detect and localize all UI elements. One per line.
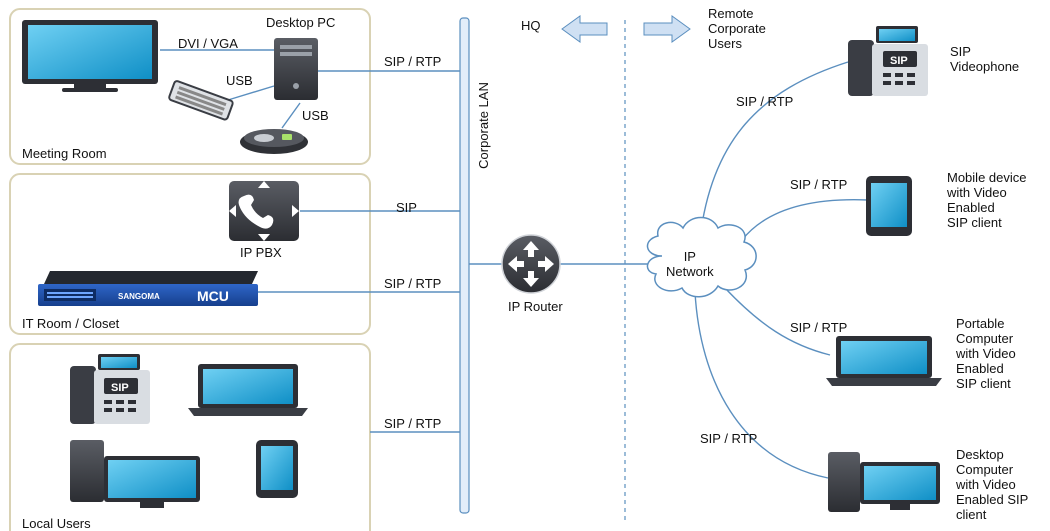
remote-desktop-icon xyxy=(828,452,940,512)
portable-computer-label: Portable Computer with Video Enabled SIP… xyxy=(956,316,1016,391)
ip-network-label: IP Network xyxy=(666,249,714,279)
wan-links xyxy=(694,61,869,479)
local-phone-sip-badge: SIP xyxy=(111,382,129,394)
mcu-uplink-label: SIP / RTP xyxy=(384,276,442,291)
dvi-vga-label: DVI / VGA xyxy=(178,36,238,51)
it-room-box xyxy=(9,173,371,335)
remote-sip-videophone-icon: SIP xyxy=(848,26,928,96)
keyboard-icon xyxy=(168,80,234,121)
local-users-box xyxy=(9,343,371,531)
desktop-link-label: SIP / RTP xyxy=(700,431,758,446)
local-desktop-icon xyxy=(70,440,200,508)
ip-router-icon xyxy=(501,234,561,294)
mcu-label: MCU xyxy=(197,288,229,304)
sip-videophone-label: SIP Videophone xyxy=(950,44,1020,74)
mcu-icon: SANGOMA MCU xyxy=(38,271,258,306)
hq-arrow-icon xyxy=(561,15,608,43)
meeting-room-uplink-label: SIP / RTP xyxy=(384,54,442,69)
desktop-tower-icon xyxy=(274,38,318,100)
videophone-link-label: SIP / RTP xyxy=(736,94,794,109)
videophone-sip-badge: SIP xyxy=(890,55,908,67)
it-room-label: IT Room / Closet xyxy=(22,316,120,331)
monitor-icon xyxy=(22,20,158,92)
desktop-computer-label: Desktop Computer with Video Enabled SIP … xyxy=(956,447,1029,522)
usb-keyboard-label: USB xyxy=(226,73,253,88)
desktop-pc-label: Desktop PC xyxy=(266,15,336,30)
pbx-uplink-label: SIP xyxy=(396,200,417,215)
ip-pbx-label: IP PBX xyxy=(240,245,282,260)
ip-pbx-icon xyxy=(229,181,299,241)
local-users-label: Local Users xyxy=(22,516,91,531)
corporate-lan-bus xyxy=(459,17,470,514)
mcu-brand: SANGOMA xyxy=(118,292,160,301)
remote-laptop-icon xyxy=(826,336,942,386)
corporate-lan-label: Corporate LAN xyxy=(475,82,491,169)
lan-links xyxy=(160,49,652,433)
mobile-device-label: Mobile device with Video Enabled SIP cli… xyxy=(947,170,1027,230)
portable-link-label: SIP / RTP xyxy=(790,320,848,335)
mobile-link-label: SIP / RTP xyxy=(790,177,848,192)
local-users-uplink-label: SIP / RTP xyxy=(384,416,442,431)
usb-phone-label: USB xyxy=(302,108,329,123)
remote-arrow-icon xyxy=(643,15,691,43)
local-tablet-icon xyxy=(256,440,298,498)
local-sip-phone-icon: SIP xyxy=(70,354,150,424)
ip-router-label: IP Router xyxy=(508,299,563,314)
local-laptop-icon xyxy=(188,364,308,416)
remote-users-label: Remote Corporate Users xyxy=(708,6,766,51)
remote-mobile-icon xyxy=(866,176,912,236)
meeting-room-label: Meeting Room xyxy=(22,146,107,161)
ip-network-cloud-icon xyxy=(646,216,757,298)
conference-phone-icon xyxy=(240,129,308,154)
hq-label: HQ xyxy=(521,18,541,33)
